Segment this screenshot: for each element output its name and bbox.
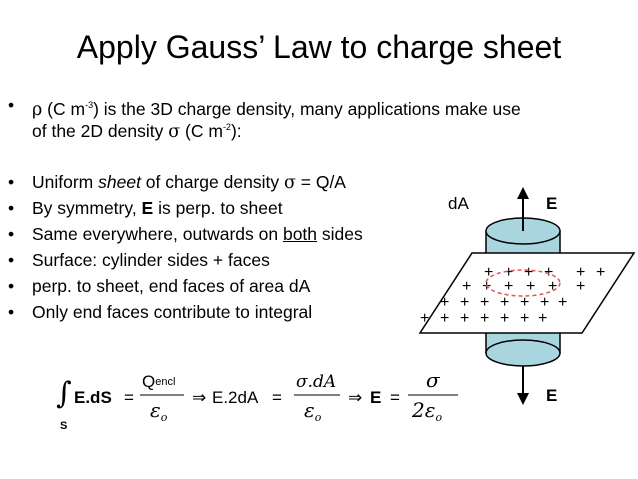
bullet-dot: • — [8, 302, 15, 322]
plus-charge: + — [500, 294, 509, 311]
mid-term: E.2dA — [212, 388, 259, 407]
two-epsilon: 2εo — [411, 398, 442, 424]
plus-charge: + — [576, 278, 585, 295]
integral-sign: ∫ — [56, 376, 72, 411]
bottom-arrow-head — [517, 393, 529, 405]
label-e-top: E — [546, 194, 557, 213]
bullet-dot: • — [8, 276, 15, 296]
sigma-numerator: σ — [426, 368, 441, 392]
slide-title: Apply Gauss’ Law to charge sheet — [76, 29, 562, 65]
plus-charge: + — [480, 310, 489, 327]
plus-charge: + — [440, 310, 449, 327]
plus-charge: + — [526, 278, 535, 295]
plus-charge: + — [420, 310, 429, 327]
charge-sheet — [418, 252, 636, 334]
plus-charge: + — [440, 294, 449, 311]
label-da: dA — [448, 194, 469, 213]
plus-charge: + — [576, 264, 585, 281]
plus-charge: + — [544, 264, 553, 281]
plus-charge: + — [460, 310, 469, 327]
plus-charge: + — [504, 278, 513, 295]
plus-charge: + — [520, 310, 529, 327]
bullet-dot: • — [8, 172, 15, 192]
cylinder-bottom-face — [485, 339, 561, 367]
implies-1: ⇒ — [192, 388, 206, 408]
plus-charge: + — [500, 310, 509, 327]
epsilon-2: εo — [304, 398, 322, 424]
top-arrow-head — [517, 187, 529, 199]
dashed-cross-section — [485, 269, 561, 297]
plus-charge: + — [548, 278, 557, 295]
plus-charges: + + + + + + + + + + + + + + + + + + + + … — [420, 264, 605, 327]
plus-charge: + — [558, 294, 567, 311]
equals-1: = — [124, 388, 134, 407]
plus-charge: + — [460, 294, 469, 311]
gauss-cylinder-diagram: + + + + + + + + + + + + + + + + + + + + … — [418, 187, 636, 405]
plus-charge: + — [484, 264, 493, 281]
plus-charge: + — [520, 294, 529, 311]
bullet-dot: • — [8, 224, 15, 244]
equals-2: = — [272, 388, 282, 407]
gauss-equation: ∫ S E.dS = Qencl εo ⇒ E.2dA = σ.dA εo ⇒ … — [56, 368, 458, 432]
integral-subscript: S — [60, 420, 67, 432]
plus-charge: + — [540, 294, 549, 311]
bullet-dot: • — [8, 250, 15, 270]
q-encl: Qencl — [142, 372, 175, 391]
plus-charge: + — [524, 264, 533, 281]
rhs-e: E — [370, 388, 381, 407]
plus-charge: + — [480, 294, 489, 311]
plus-charge: + — [504, 264, 513, 281]
plus-charge: + — [596, 264, 605, 281]
bullet-dot: • — [8, 95, 15, 115]
implies-2: ⇒ — [348, 388, 362, 408]
sigma-da: σ.dA — [296, 372, 336, 392]
bullet-dot: • — [8, 198, 15, 218]
epsilon-1: εo — [150, 398, 168, 424]
lhs-e-ds: E.dS — [74, 388, 112, 407]
plus-charge: + — [462, 278, 471, 295]
label-e-bottom: E — [546, 386, 557, 405]
plus-charge: + — [538, 310, 547, 327]
equals-3: = — [390, 388, 400, 407]
